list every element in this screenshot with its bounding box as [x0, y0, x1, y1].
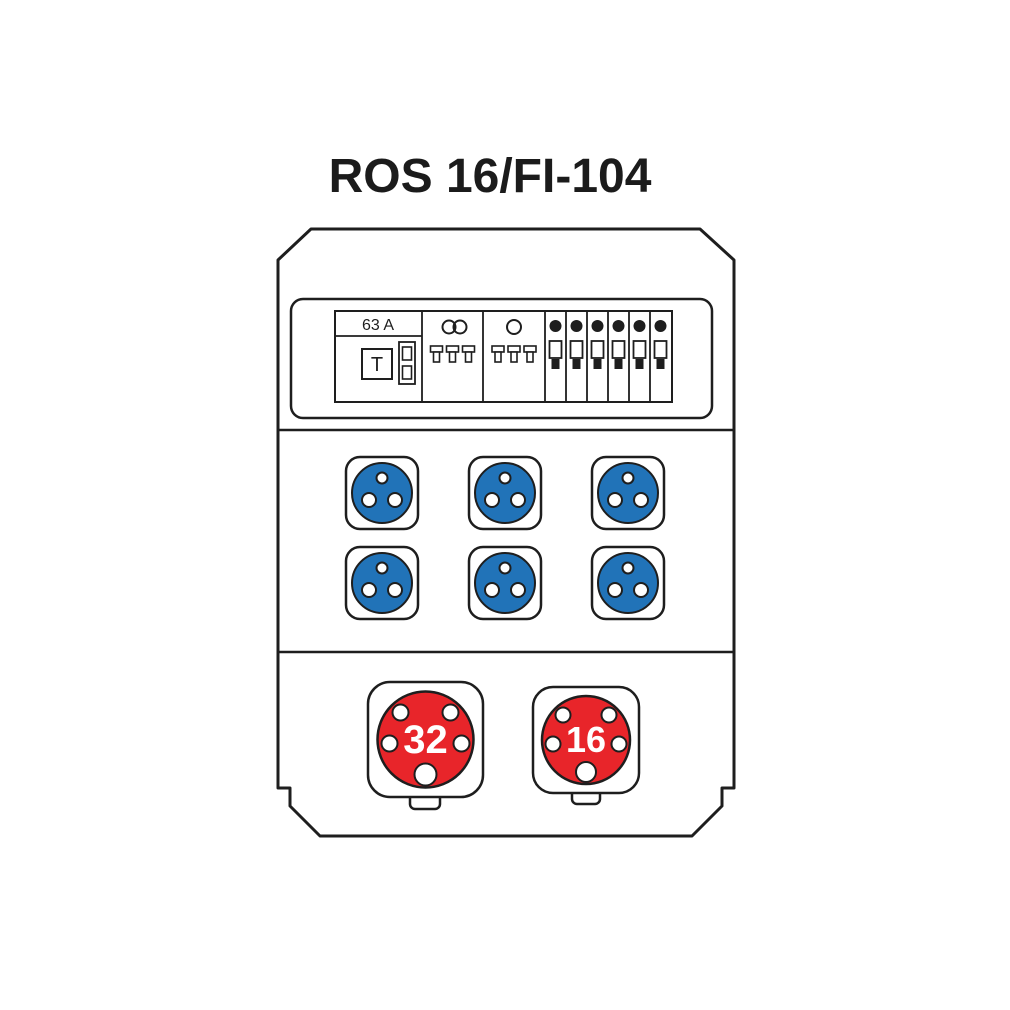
terminal-slot: [401, 346, 413, 361]
pin-hole-icon: [441, 703, 460, 722]
main-breaker-rating: 63 A: [362, 317, 394, 334]
pin-hole-icon: [610, 735, 628, 753]
pin-hole-icon: [452, 734, 471, 753]
pin-hole-icon: [575, 761, 597, 783]
blue-socket: [467, 545, 543, 621]
rcd-symbol-icon: [441, 319, 457, 335]
rcd-symbol-icon: [452, 319, 468, 335]
pin-hole-icon: [413, 762, 438, 787]
pin-hole-icon: [544, 735, 562, 753]
cee-socket-32: 32: [366, 680, 485, 811]
blue-socket: [467, 455, 543, 531]
blue-socket: [590, 455, 666, 531]
blue-socket: [344, 545, 420, 621]
cee-socket-16-label: 16: [566, 719, 606, 760]
main-switch-symbol: T: [371, 354, 383, 376]
cee-socket-16: 16: [531, 685, 641, 806]
breaker-panel: 63 A T: [289, 297, 714, 420]
main-switch-box: [361, 348, 393, 380]
terminal-slot: [401, 365, 413, 380]
cee-socket-section: 32 16: [366, 680, 641, 811]
blue-socket: [344, 455, 420, 531]
cee-socket-32-label: 32: [403, 718, 448, 762]
rcd-module: [429, 319, 476, 363]
pin-hole-icon: [554, 706, 572, 724]
pin-hole-icon: [380, 734, 399, 753]
blue-socket: [590, 545, 666, 621]
contactor-module: [491, 319, 537, 363]
diagram-title: ROS 16/FI-104: [329, 150, 652, 203]
pin-hole-icon: [391, 703, 410, 722]
circle-symbol-icon: [506, 319, 522, 335]
main-breaker-module: 63 A T: [335, 317, 422, 385]
pin-hole-icon: [600, 706, 618, 724]
